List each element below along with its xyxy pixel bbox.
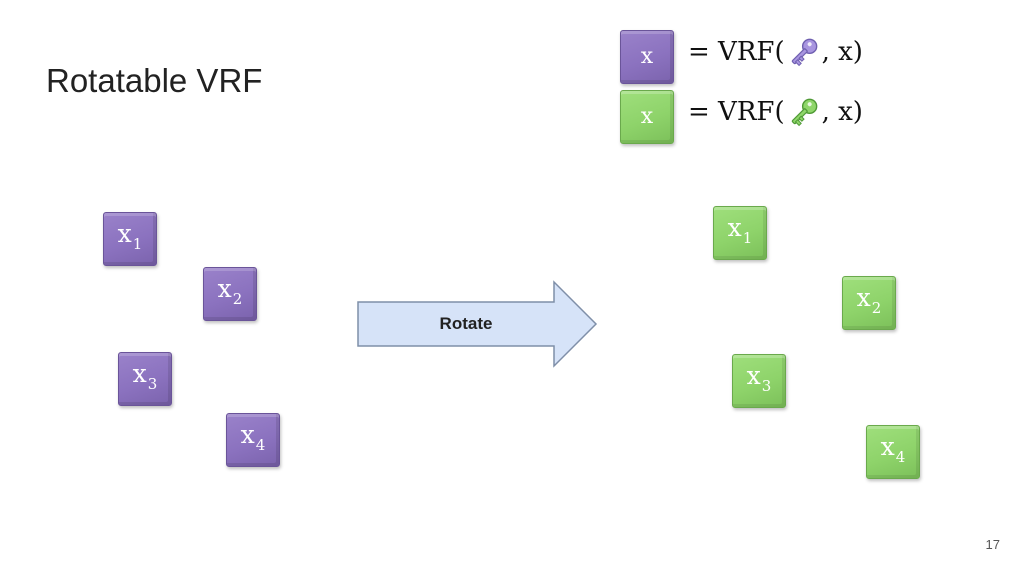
purple-cube-x4-sub: 4 [255, 435, 266, 454]
green-cube-x4: x4 [866, 425, 920, 479]
purple-key-icon [786, 35, 822, 69]
legend-purple-equation-prefix: = VRF( [688, 37, 785, 67]
purple-cube-x2-base: x [217, 273, 232, 303]
purple-cube-x1-sub: 1 [132, 234, 143, 253]
purple-cube-x3-sub: 3 [147, 374, 158, 393]
legend-green-cube-label: x [640, 104, 654, 129]
purple-cube-x1: x1 [103, 212, 157, 266]
legend-purple-equation: = VRF( , x) [688, 35, 863, 69]
legend-purple-cube-label: x [640, 44, 654, 69]
legend-purple-equation-suffix: , x) [821, 37, 863, 67]
green-cube-x2: x2 [842, 276, 896, 330]
green-cube-x2-base: x [856, 282, 871, 312]
green-key-icon [786, 95, 822, 129]
green-cube-x3-base: x [746, 360, 761, 390]
purple-cube-x4-base: x [240, 419, 255, 449]
green-cube-x3-sub: 3 [761, 376, 772, 395]
legend-green-equation: = VRF( , x) [688, 95, 863, 129]
green-cube-x2-sub: 2 [871, 298, 882, 317]
green-cube-x1-sub: 1 [742, 228, 753, 247]
green-cube-x3: x3 [732, 354, 786, 408]
purple-cube-x1-base: x [117, 218, 132, 248]
green-cube-x4-sub: 4 [895, 447, 906, 466]
purple-cube-x2-sub: 2 [232, 289, 243, 308]
legend-purple-cube: x [620, 30, 674, 84]
purple-cube-x4: x4 [226, 413, 280, 467]
rotate-arrow-label: Rotate [439, 314, 493, 333]
slide-title: Rotatable VRF [46, 62, 263, 99]
page-number: 17 [985, 537, 1000, 552]
green-cube-x1: x1 [713, 206, 767, 260]
purple-cube-x2: x2 [203, 267, 257, 321]
green-cube-x4-base: x [880, 431, 895, 461]
purple-cube-x3-base: x [132, 358, 147, 388]
legend-green-cube: x [620, 90, 674, 144]
green-cube-x1-base: x [727, 212, 742, 242]
purple-cube-x3: x3 [118, 352, 172, 406]
rotate-arrow [356, 280, 598, 368]
legend-green-equation-prefix: = VRF( [688, 97, 785, 127]
legend-green-equation-suffix: , x) [821, 97, 863, 127]
